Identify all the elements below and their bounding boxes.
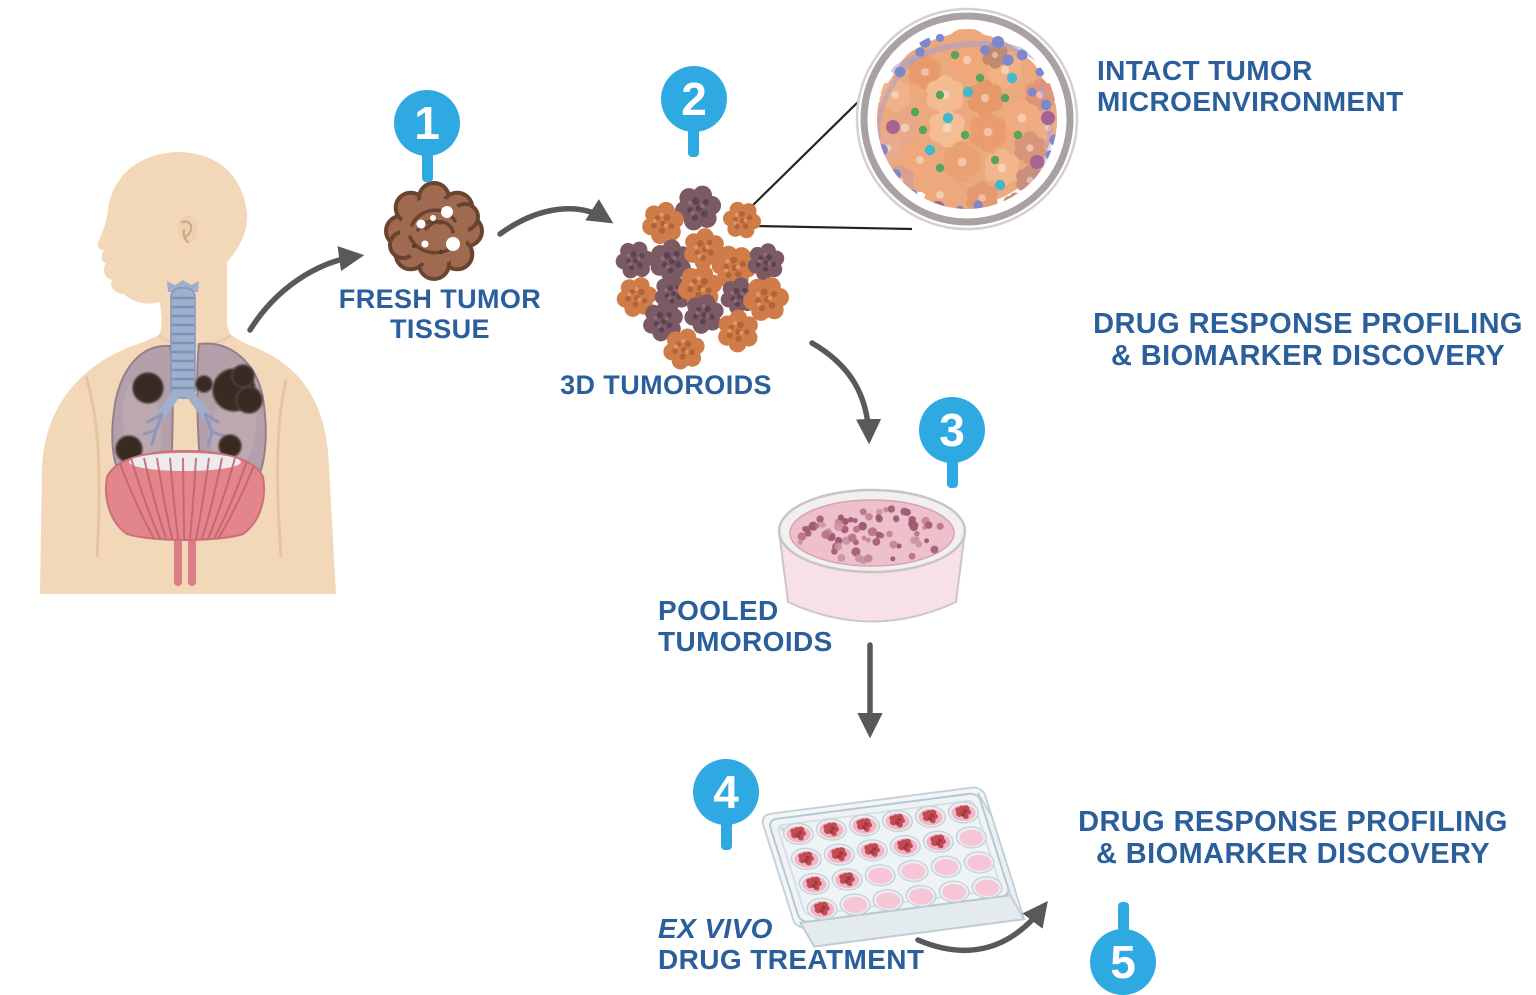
step-4-number: 4 bbox=[713, 766, 739, 818]
drug-response-bottom-line1: DRUG RESPONSE PROFILING bbox=[1078, 806, 1508, 838]
fresh-tumor-label-line1: FRESH TUMOR bbox=[338, 284, 542, 314]
well-plate-icon bbox=[761, 786, 1026, 948]
intact-tme-label: INTACT TUMOR MICROENVIRONMENT bbox=[1097, 55, 1404, 118]
flow-arrows bbox=[247, 199, 1048, 954]
tumoroids-3d-label: 3D TUMOROIDS bbox=[546, 370, 786, 401]
petri-dish-icon bbox=[777, 488, 967, 623]
tumoroids-3d-label-text: 3D TUMOROIDS bbox=[560, 370, 772, 400]
intact-tme-label-line2: MICROENVIRONMENT bbox=[1097, 85, 1404, 117]
tumoroid-cluster-icon bbox=[611, 179, 795, 373]
step-2-number: 2 bbox=[681, 73, 707, 125]
drug-response-bottom-label: DRUG RESPONSE PROFILING & BIOMARKER DISC… bbox=[1058, 806, 1528, 871]
arrow-tumoroids-to-dish bbox=[809, 340, 882, 445]
step-5-pointer bbox=[1118, 902, 1129, 932]
fresh-tumor-tissue-icon bbox=[384, 181, 484, 281]
step-2-badge: 2 bbox=[661, 66, 727, 132]
ex-vivo-label: EX VIVO DRUG TREATMENT bbox=[658, 913, 925, 976]
drug-response-top-label: DRUG RESPONSE PROFILING & BIOMARKER DISC… bbox=[1080, 308, 1536, 373]
step-4-pointer bbox=[721, 820, 732, 850]
lung-tumors-icon bbox=[114, 363, 264, 464]
microenvironment-magnifier-icon bbox=[855, 7, 1079, 231]
drug-response-top-line1: DRUG RESPONSE PROFILING bbox=[1093, 308, 1523, 340]
diaphragm-icon bbox=[104, 450, 266, 586]
step-1-pointer bbox=[422, 150, 433, 182]
arrow-plate-to-profiling bbox=[915, 900, 1048, 954]
step-3-badge: 3 bbox=[919, 397, 985, 463]
intact-tme-label-line1: INTACT TUMOR bbox=[1097, 55, 1313, 86]
magnifier-lines bbox=[747, 99, 913, 231]
drug-response-bottom-line2: & BIOMARKER DISCOVERY bbox=[1095, 837, 1491, 870]
drug-response-top-line2: & BIOMARKER DISCOVERY bbox=[1110, 339, 1506, 372]
step-1-number: 1 bbox=[414, 97, 440, 149]
arrow-tissue-to-tumoroids bbox=[497, 199, 614, 237]
pooled-label-line1: POOLED bbox=[658, 595, 779, 626]
step-4-badge: 4 bbox=[693, 759, 759, 825]
pooled-label-line2: TUMOROIDS bbox=[658, 625, 833, 657]
step-1-badge: 1 bbox=[394, 90, 460, 156]
fresh-tumor-label: FRESH TUMOR TISSUE bbox=[320, 284, 560, 344]
step-3-pointer bbox=[947, 458, 958, 488]
fresh-tumor-label-line2: TISSUE bbox=[390, 313, 490, 344]
trachea-icon bbox=[142, 280, 226, 448]
arrow-body-to-tissue bbox=[247, 246, 365, 333]
head bbox=[97, 152, 248, 330]
step-2-pointer bbox=[688, 127, 699, 157]
pooled-tumoroids-label: POOLED TUMOROIDS bbox=[658, 595, 833, 658]
step-5-badge: 5 bbox=[1090, 929, 1156, 995]
patient-figure bbox=[40, 152, 336, 594]
ex-vivo-label-line1: EX VIVO bbox=[658, 913, 773, 944]
ear-icon bbox=[178, 215, 198, 243]
step-3-number: 3 bbox=[939, 404, 965, 456]
ex-vivo-label-line2: DRUG TREATMENT bbox=[658, 943, 925, 975]
step-5-number: 5 bbox=[1110, 936, 1136, 988]
